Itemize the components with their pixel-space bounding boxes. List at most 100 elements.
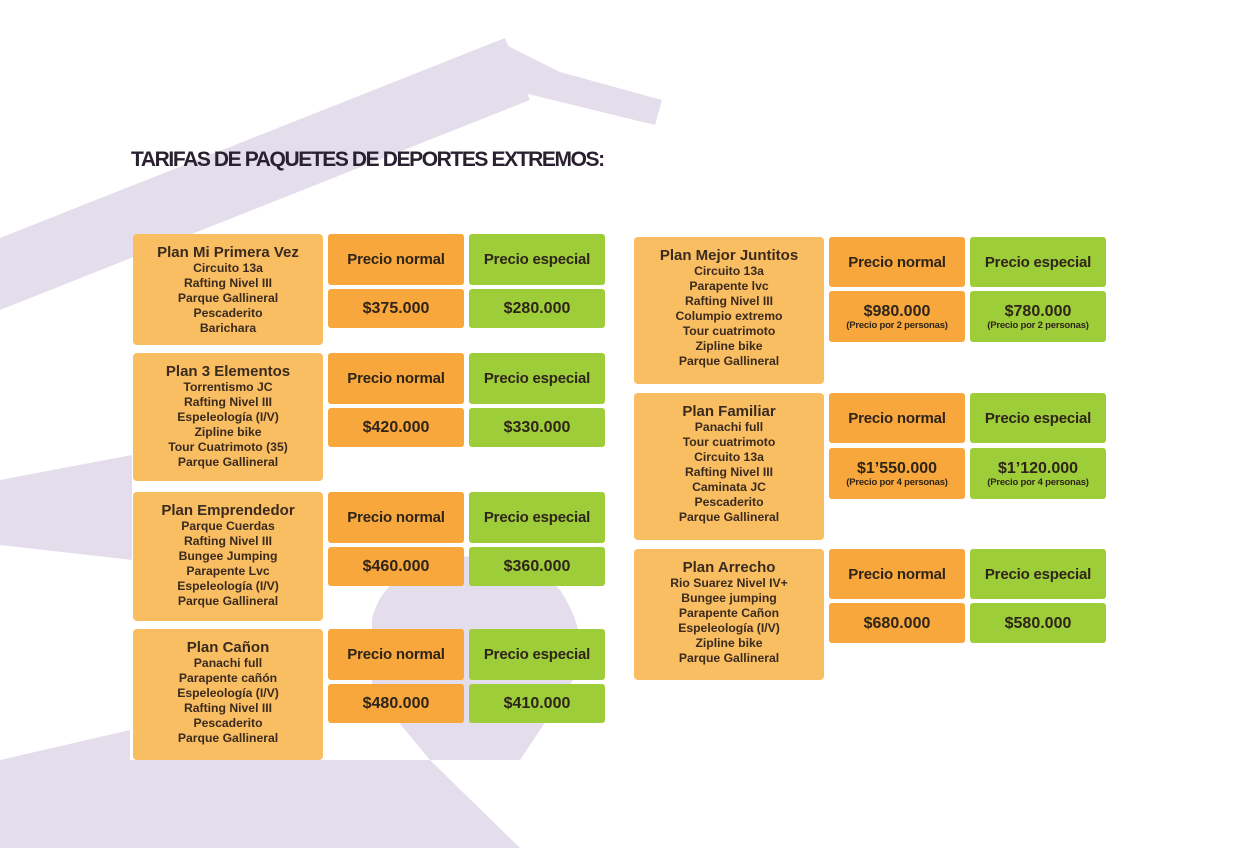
activity-item: Caminata JC [692,480,766,494]
special-price-header: Precio especial [970,237,1106,287]
activity-item: Parque Cuerdas [181,519,275,533]
normal-price-value: $480.000 [362,695,430,712]
activity-item: Tour Cuatrimoto (35) [168,440,288,454]
activity-item: Torrentismo JC [183,380,273,394]
normal-price-header: Precio normal [829,549,965,599]
special-price-value: $330.000 [503,419,571,436]
activity-item: Zipline bike [695,339,763,353]
special-price-header: Precio especial [469,234,605,285]
activity-item: Parapente Cañon [678,606,780,620]
special-price-box: $410.000 [469,684,605,723]
normal-price-header: Precio normal [328,492,464,543]
plan-name: Plan 3 Elementos [165,363,291,380]
normal-price-header: Precio normal [328,353,464,404]
special-price-header: Precio especial [970,393,1106,443]
normal-price-label: Precio normal [347,646,445,663]
activity-item: Rafting Nivel III [684,465,774,479]
normal-price-box: $375.000 [328,289,464,328]
activity-item: Bungee jumping [681,591,777,605]
normal-price-label: Precio normal [347,370,445,387]
special-price-value: $280.000 [503,300,571,317]
price-note: (Precio por 2 personas) [987,319,1089,331]
activity-item: Circuito 13a [694,450,764,464]
activity-item: Barichara [199,321,257,335]
special-price-box: $360.000 [469,547,605,586]
activity-item: Parque Gallineral [678,651,780,665]
special-price-label: Precio especial [483,251,591,268]
special-price-header: Precio especial [469,492,605,543]
activity-item: Parque Gallineral [678,510,780,524]
activity-item: Rio Suarez Nivel IV+ [670,576,788,590]
price-note: (Precio por 4 personas) [846,476,948,488]
activity-item: Panachi full [694,420,764,434]
special-price-label: Precio especial [984,409,1092,427]
special-price-box: $330.000 [469,408,605,447]
special-price-value: $410.000 [503,695,571,712]
activity-item: Parapente lvc [689,279,769,293]
activity-item: Zipline bike [695,636,763,650]
special-price-header: Precio especial [970,549,1106,599]
special-price-value: $780.000 [1004,302,1072,320]
normal-price-label: Precio normal [848,565,946,583]
activity-item: Pescaderito [193,716,263,730]
activity-item: Panachi full [193,656,263,670]
plan-name: Plan Cañon [186,639,270,656]
activity-item: Parque Gallineral [177,731,279,745]
activity-item: Parque Gallineral [177,455,279,469]
normal-price-header: Precio normal [829,237,965,287]
activity-item: Espeleología (I/V) [177,579,279,593]
special-price-box: $280.000 [469,289,605,328]
special-price-header: Precio especial [469,629,605,680]
normal-price-header: Precio normal [829,393,965,443]
activity-item: Rafting Nivel III [183,395,273,409]
plan-name: Plan Arrecho [682,559,776,576]
activity-item: Bungee Jumping [178,549,278,563]
special-price-label: Precio especial [984,253,1092,271]
normal-price-header: Precio normal [328,629,464,680]
price-note: (Precio por 4 personas) [987,476,1089,488]
normal-price-value: $980.000 [863,302,931,320]
activity-item: Columpio extremo [675,309,783,323]
normal-price-value: $1’550.000 [856,459,938,477]
special-price-box: $1’120.000(Precio por 4 personas) [970,448,1106,499]
special-price-value: $1’120.000 [997,459,1079,477]
normal-price-header: Precio normal [328,234,464,285]
plan-name: Plan Emprendedor [161,502,295,519]
plan-name: Plan Mi Primera Vez [157,244,299,261]
normal-price-box: $680.000 [829,603,965,643]
activity-item: Circuito 13a [694,264,764,278]
activity-item: Zipline bike [194,425,262,439]
normal-price-box: $420.000 [328,408,464,447]
normal-price-value: $460.000 [362,558,430,575]
activity-item: Rafting Nivel III [183,534,273,548]
activity-item: Pescaderito [694,495,764,509]
normal-price-box: $1’550.000(Precio por 4 personas) [829,448,965,499]
special-price-label: Precio especial [483,370,591,387]
normal-price-label: Precio normal [347,251,445,268]
activity-item: Circuito 13a [193,261,263,275]
special-price-label: Precio especial [984,565,1092,583]
activity-item: Rafting Nivel III [684,294,774,308]
special-price-box: $580.000 [970,603,1106,643]
price-note: (Precio por 2 personas) [846,319,948,331]
normal-price-box: $460.000 [328,547,464,586]
special-price-box: $780.000(Precio por 2 personas) [970,291,1106,342]
activity-item: Espeleología (I/V) [678,621,780,635]
special-price-value: $360.000 [503,558,571,575]
activity-item: Parque Gallineral [177,291,279,305]
special-price-value: $580.000 [1004,614,1072,632]
special-price-header: Precio especial [469,353,605,404]
plan-name: Plan Mejor Juntitos [659,247,799,264]
normal-price-label: Precio normal [347,509,445,526]
